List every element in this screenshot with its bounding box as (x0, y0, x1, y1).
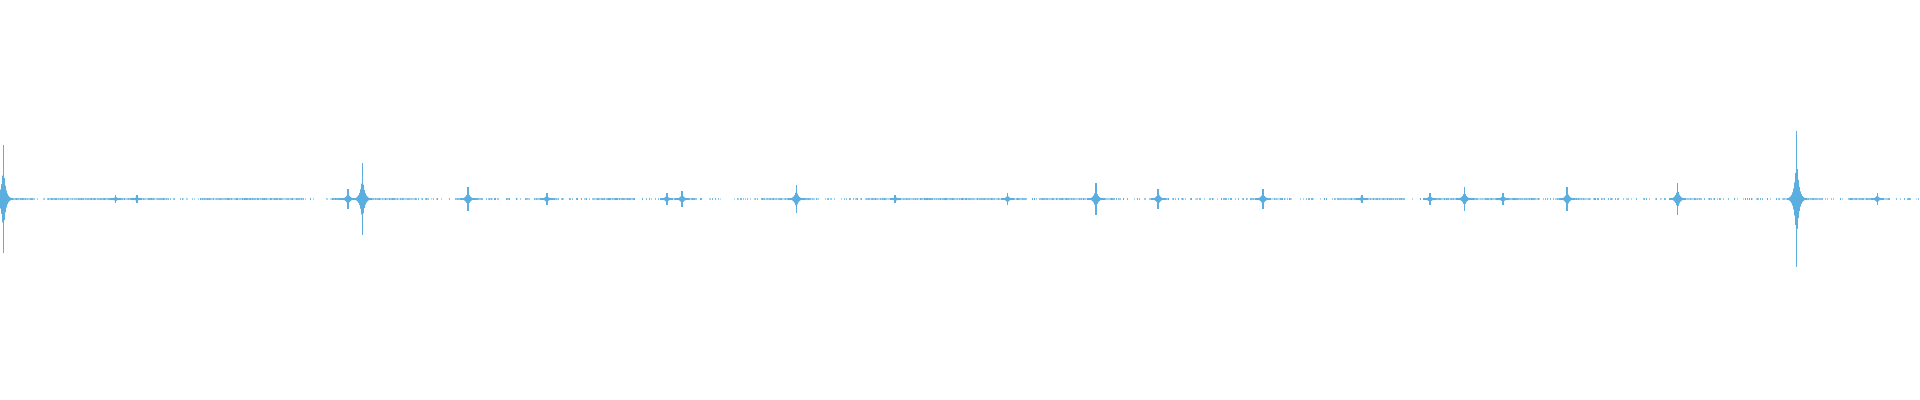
waveform-bars (0, 131, 1919, 267)
